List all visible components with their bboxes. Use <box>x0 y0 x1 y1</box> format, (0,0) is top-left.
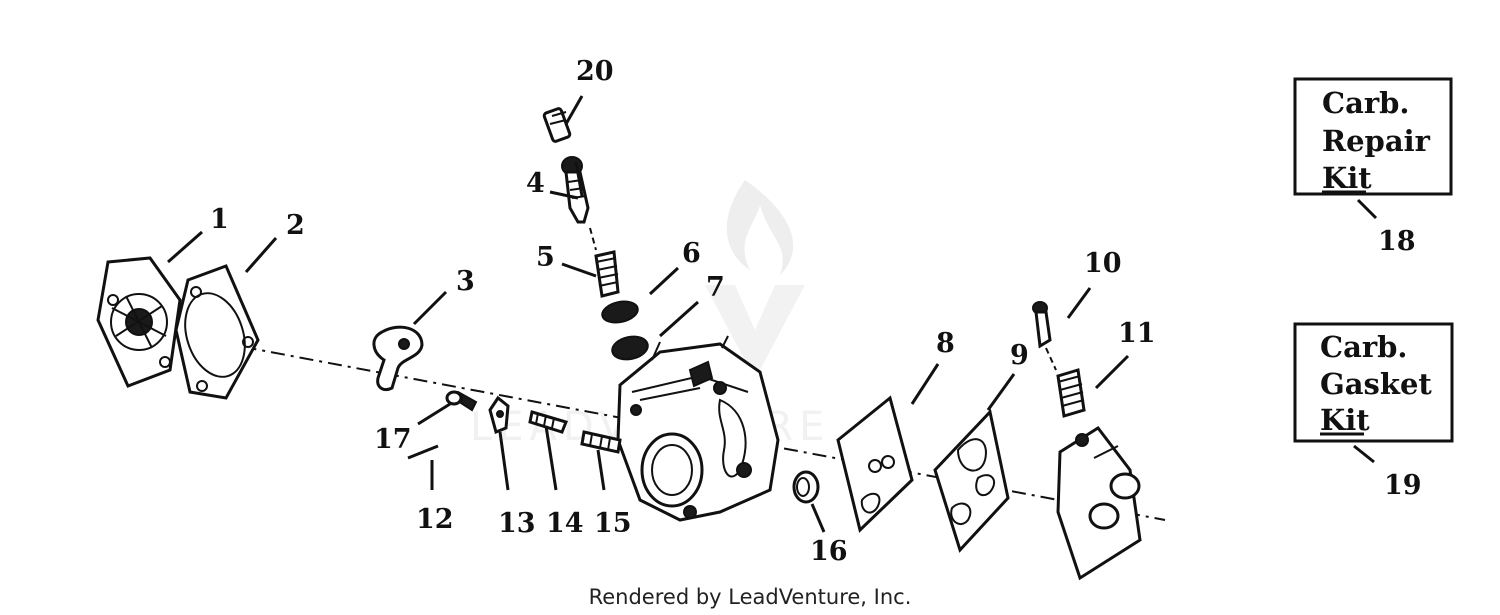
footer-credit: Rendered by LeadVenture, Inc. <box>589 585 912 609</box>
gasket-kit-line2: Gasket <box>1320 367 1432 401</box>
part-12-pin <box>407 444 439 460</box>
part-3-metering-lever <box>372 325 424 392</box>
callout-14: 14 <box>546 508 584 539</box>
callout-3: 3 <box>456 266 475 297</box>
leader-lines <box>167 95 1378 533</box>
callout-16: 16 <box>810 536 848 567</box>
part-15-valve <box>580 430 622 454</box>
gasket-kit-line3: Kit <box>1320 403 1370 437</box>
callout-18: 18 <box>1378 226 1416 257</box>
part-9-pump-diaphragm <box>933 408 1010 553</box>
callout-5: 5 <box>536 242 555 273</box>
callout-20: 20 <box>576 56 614 87</box>
callout-11: 11 <box>1118 318 1156 349</box>
pump-cover <box>1056 425 1142 581</box>
repair-kit-line1: Carb. <box>1322 86 1410 120</box>
part-16-plug <box>792 470 820 504</box>
part-20-screw <box>542 107 572 143</box>
part-13-lever <box>488 395 510 435</box>
part-8-pump-gasket <box>836 395 914 533</box>
repair-kit-line3: Kit <box>1322 161 1372 195</box>
part-5-spring <box>594 250 620 298</box>
callout-12: 12 <box>416 504 454 535</box>
part-17-screw <box>445 390 478 412</box>
callout-13: 13 <box>498 508 536 539</box>
callout-4: 4 <box>526 168 545 199</box>
part-6-washer <box>601 300 639 324</box>
part-2-diaphragm-gasket <box>174 264 260 400</box>
callout-1: 1 <box>210 204 229 235</box>
callout-15: 15 <box>594 508 632 539</box>
callout-17: 17 <box>374 424 412 455</box>
carburetor-body <box>616 335 780 522</box>
part-7-washer <box>611 335 649 361</box>
carb-gasket-kit-box: Carb. Gasket Kit <box>1293 322 1454 443</box>
repair-kit-line2: Repair <box>1322 124 1431 158</box>
part-1-diaphragm-cover <box>96 256 182 388</box>
callout-2: 2 <box>286 210 305 241</box>
callout-labels: 1 2 3 4 5 6 7 8 9 10 11 12 13 14 15 16 1… <box>210 56 1422 567</box>
carb-repair-kit-box: Carb. Repair Kit <box>1293 77 1453 196</box>
callout-8: 8 <box>936 328 955 359</box>
callout-9: 9 <box>1010 340 1029 371</box>
part-11-spring <box>1056 368 1086 418</box>
part-10-inlet-needle <box>1032 301 1057 371</box>
part-14-spring <box>528 410 569 434</box>
callout-19: 19 <box>1384 470 1422 501</box>
gasket-kit-line1: Carb. <box>1320 330 1408 364</box>
callout-7: 7 <box>706 272 725 303</box>
callout-6: 6 <box>682 238 701 269</box>
callout-10: 10 <box>1084 248 1122 279</box>
